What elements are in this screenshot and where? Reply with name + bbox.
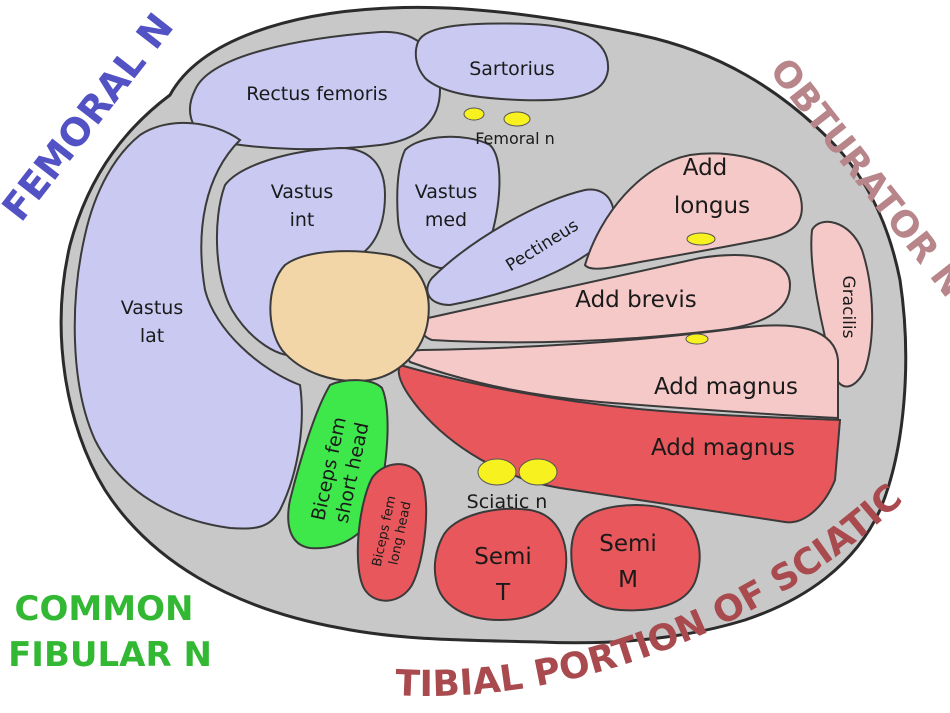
vastus-int-label-2: int bbox=[290, 209, 315, 231]
semi-m-label-2: M bbox=[618, 567, 638, 593]
add-longus-label-2: longus bbox=[674, 193, 750, 219]
vastus-lat-label-1: Vastus bbox=[121, 297, 183, 319]
vastus-int-label-1: Vastus bbox=[271, 181, 333, 203]
sciatic-nerve-dot-2 bbox=[519, 459, 557, 485]
obturator-nerve-dot-1 bbox=[687, 233, 715, 245]
vastus-med-label-1: Vastus bbox=[415, 181, 477, 203]
gracilis-label: Gracilis bbox=[838, 276, 858, 339]
femur-bone bbox=[270, 251, 428, 381]
sciatic-nerve-dot-1 bbox=[478, 459, 516, 485]
femoral-nerve-dot-2 bbox=[504, 112, 530, 126]
femoral-nerve-dot-1 bbox=[464, 108, 484, 120]
semi-m-muscle bbox=[571, 505, 699, 610]
semi-t-label-2: T bbox=[495, 580, 511, 606]
rectus-femoris-label: Rectus femoris bbox=[246, 83, 387, 105]
semi-m-label-1: Semi bbox=[599, 531, 657, 557]
common-fibular-label-2: FIBULAR N bbox=[8, 635, 212, 675]
vastus-med-label-2: med bbox=[425, 209, 467, 231]
semi-t-label-1: Semi bbox=[474, 544, 532, 570]
sartorius-label: Sartorius bbox=[469, 58, 555, 80]
femoral-n-label: Femoral n bbox=[475, 129, 555, 148]
obturator-nerve-dot-2 bbox=[686, 334, 708, 344]
add-magnus-posterior-label: Add magnus bbox=[651, 435, 795, 461]
common-fibular-label-1: COMMON bbox=[15, 589, 194, 629]
add-longus-label-1: Add bbox=[683, 155, 728, 181]
vastus-lat-label-2: lat bbox=[140, 325, 164, 347]
add-brevis-label: Add brevis bbox=[575, 287, 697, 313]
add-magnus-anterior-label: Add magnus bbox=[654, 374, 798, 400]
sciatic-n-label: Sciatic n bbox=[467, 491, 548, 513]
